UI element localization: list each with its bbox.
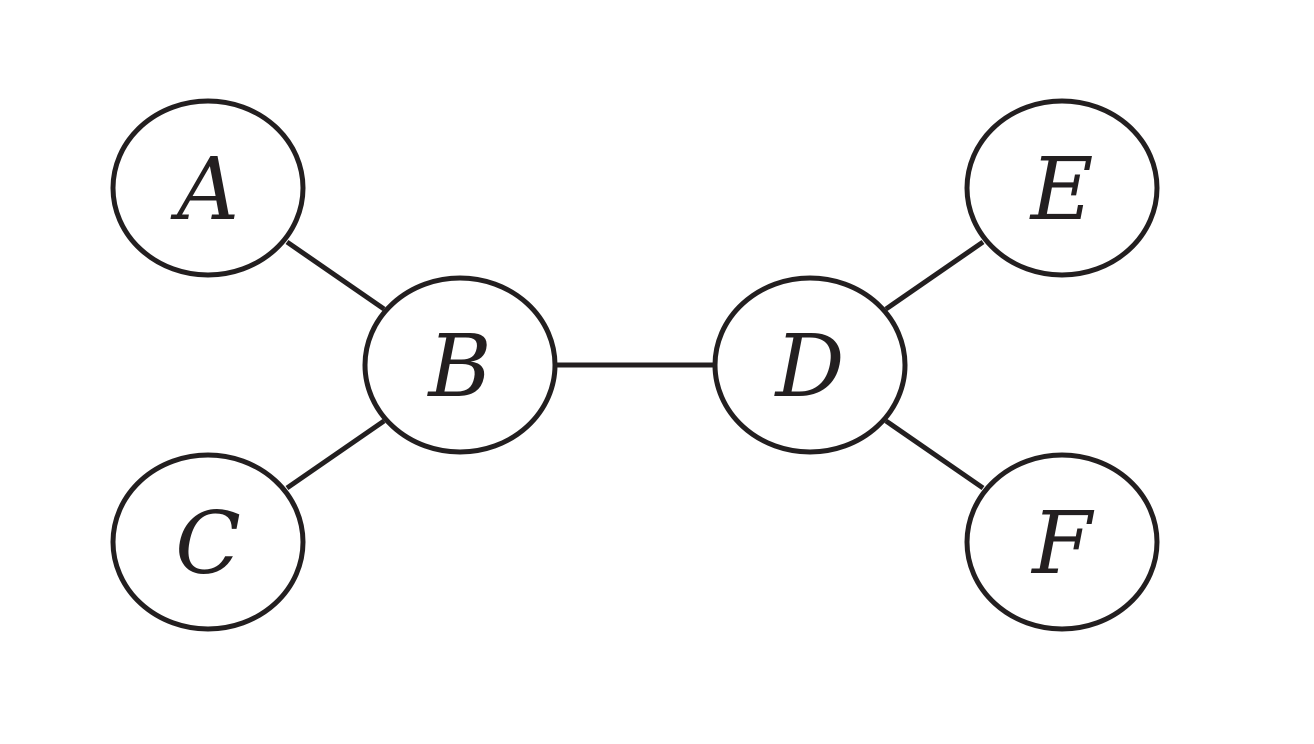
node-f: F <box>964 452 1160 632</box>
node-e-ellipse <box>964 98 1160 278</box>
node-a-label: A <box>170 140 239 240</box>
node-b-ellipse <box>362 275 558 455</box>
node-e: E <box>964 98 1160 278</box>
node-a: A <box>110 98 306 278</box>
edge-d-f <box>884 418 985 491</box>
node-a-ellipse <box>110 98 306 278</box>
node-f-label: F <box>1030 494 1095 594</box>
edge-d-e <box>884 239 985 312</box>
edge-a-b <box>285 239 386 312</box>
edge-c-b <box>285 418 386 491</box>
node-b: B <box>362 275 558 455</box>
node-c-ellipse <box>110 452 306 632</box>
node-d-ellipse <box>712 275 908 455</box>
node-c-label: C <box>175 494 241 594</box>
node-f-ellipse <box>964 452 1160 632</box>
node-d-label: D <box>774 317 845 417</box>
node-d: D <box>712 275 908 455</box>
node-b-label: B <box>426 317 491 417</box>
node-e-label: E <box>1029 140 1094 240</box>
node-c: C <box>110 452 306 632</box>
